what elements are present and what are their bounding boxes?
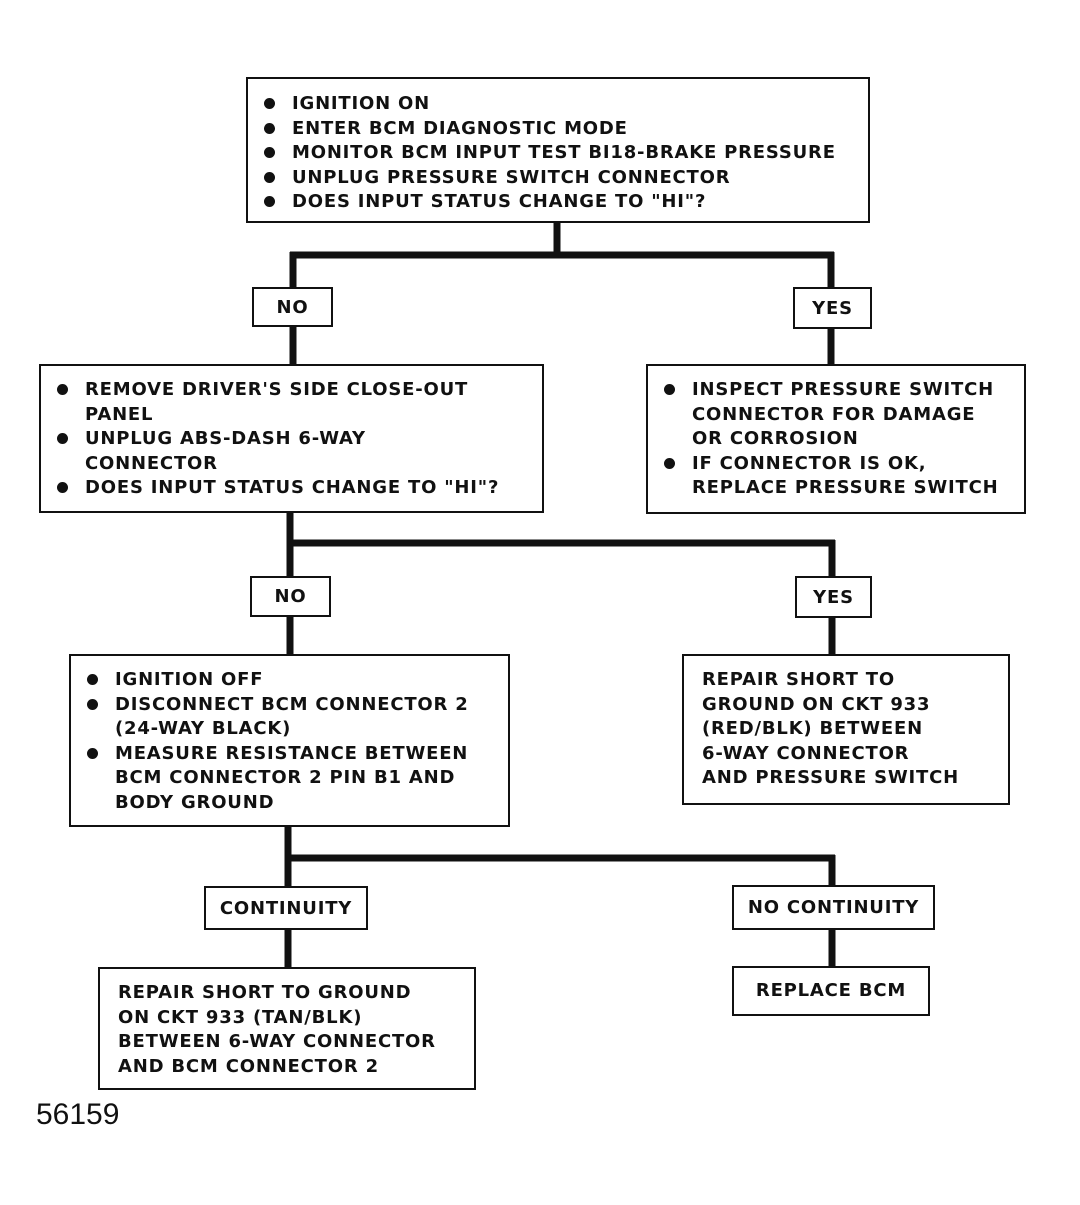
replace-bcm-text: REPLACE BCM bbox=[755, 979, 907, 1001]
step-item: DOES INPUT STATUS CHANGE TO "HI"? bbox=[53, 476, 542, 501]
no-continuity-label: NO CONTINUITY bbox=[732, 885, 935, 930]
step-item: IGNITION OFF bbox=[83, 668, 508, 693]
continuity-label: CONTINUITY bbox=[204, 886, 368, 930]
step-item: INSPECT PRESSURE SWITCH CONNECTOR FOR DA… bbox=[660, 378, 1024, 452]
repair-short-tan-blk-box: REPAIR SHORT TO GROUND ON CKT 933 (TAN/B… bbox=[98, 967, 476, 1090]
repair-short-red-blk-box: REPAIR SHORT TO GROUND ON CKT 933 (RED/B… bbox=[682, 654, 1010, 805]
start-step-list: IGNITION ON ENTER BCM DIAGNOSTIC MODE MO… bbox=[260, 92, 868, 215]
remove-closeout-panel-box: REMOVE DRIVER'S SIDE CLOSE-OUT PANEL UNP… bbox=[39, 364, 544, 513]
decision-no-label: NO bbox=[252, 287, 333, 327]
inspect-pressure-switch-box: INSPECT PRESSURE SWITCH CONNECTOR FOR DA… bbox=[646, 364, 1026, 514]
measure-resistance-box: IGNITION OFF DISCONNECT BCM CONNECTOR 2 … bbox=[69, 654, 510, 827]
repair-instruction-text: REPAIR SHORT TO GROUND ON CKT 933 (RED/B… bbox=[702, 669, 959, 788]
step-item: DISCONNECT BCM CONNECTOR 2 (24-WAY BLACK… bbox=[83, 693, 508, 742]
step-list: IGNITION OFF DISCONNECT BCM CONNECTOR 2 … bbox=[83, 668, 508, 815]
decision-yes-label: YES bbox=[793, 287, 872, 329]
step-item: IGNITION ON bbox=[260, 92, 868, 117]
decision-no-label: NO bbox=[250, 576, 331, 617]
step-list: REMOVE DRIVER'S SIDE CLOSE-OUT PANEL UNP… bbox=[53, 378, 542, 501]
step-item: UNPLUG ABS-DASH 6-WAY CONNECTOR bbox=[53, 427, 542, 476]
figure-number: 56159 bbox=[36, 1098, 120, 1131]
step-item: MEASURE RESISTANCE BETWEEN BCM CONNECTOR… bbox=[83, 742, 508, 816]
step-item: UNPLUG PRESSURE SWITCH CONNECTOR bbox=[260, 166, 868, 191]
step-item: IF CONNECTOR IS OK, REPLACE PRESSURE SWI… bbox=[660, 452, 1024, 501]
step-list: INSPECT PRESSURE SWITCH CONNECTOR FOR DA… bbox=[660, 378, 1024, 501]
start-step-box: IGNITION ON ENTER BCM DIAGNOSTIC MODE MO… bbox=[246, 77, 870, 223]
step-item: MONITOR BCM INPUT TEST BI18-BRAKE PRESSU… bbox=[260, 141, 868, 166]
decision-yes-label: YES bbox=[795, 576, 872, 618]
step-item: REMOVE DRIVER'S SIDE CLOSE-OUT PANEL bbox=[53, 378, 542, 427]
step-item: ENTER BCM DIAGNOSTIC MODE bbox=[260, 117, 868, 142]
replace-bcm-box: REPLACE BCM bbox=[732, 966, 930, 1016]
repair-instruction-text: REPAIR SHORT TO GROUND ON CKT 933 (TAN/B… bbox=[118, 982, 436, 1077]
step-item: DOES INPUT STATUS CHANGE TO "HI"? bbox=[260, 190, 868, 215]
